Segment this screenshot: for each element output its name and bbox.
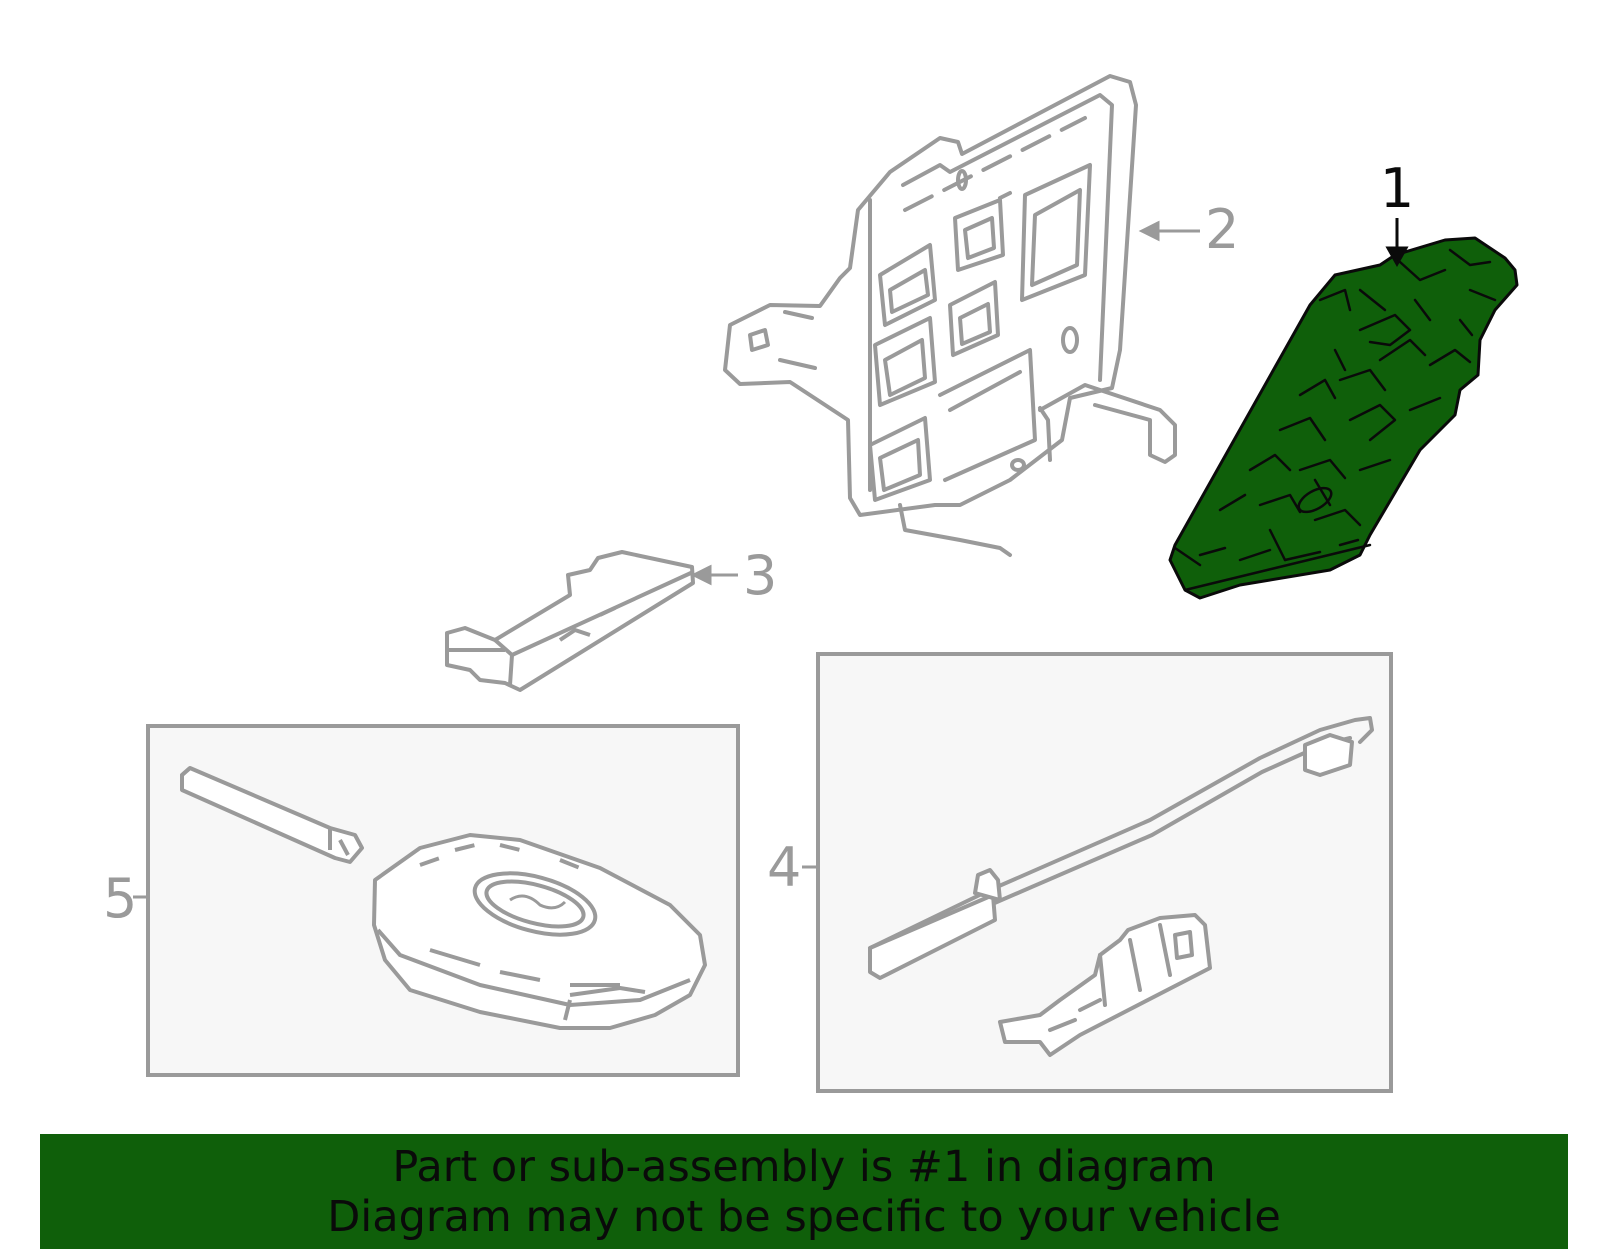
callout-5: 5 <box>103 867 137 930</box>
arrow-1-icon <box>1385 246 1409 268</box>
banner-line-1: Part or sub-assembly is #1 in diagram <box>392 1142 1216 1192</box>
banner-line-2: Diagram may not be specific to your vehi… <box>327 1192 1281 1242</box>
part-5-key-fob <box>180 766 707 1030</box>
arrow-3-icon <box>690 564 712 586</box>
part-1-module <box>1168 236 1519 600</box>
part-4-box <box>816 652 1393 1093</box>
part-2-bracket <box>723 74 1177 557</box>
part-4-antenna <box>868 716 1374 1057</box>
info-banner: Part or sub-assembly is #1 in diagram Di… <box>40 1134 1568 1249</box>
callout-1: 1 <box>1380 157 1414 220</box>
callout-2: 2 <box>1205 198 1239 261</box>
callout-3: 3 <box>743 544 777 607</box>
part-3-bracket <box>445 550 695 692</box>
arrow-2-icon <box>1138 220 1160 242</box>
ford-logo <box>472 871 598 937</box>
callout-4: 4 <box>767 836 801 899</box>
leader-lines <box>133 218 1409 899</box>
